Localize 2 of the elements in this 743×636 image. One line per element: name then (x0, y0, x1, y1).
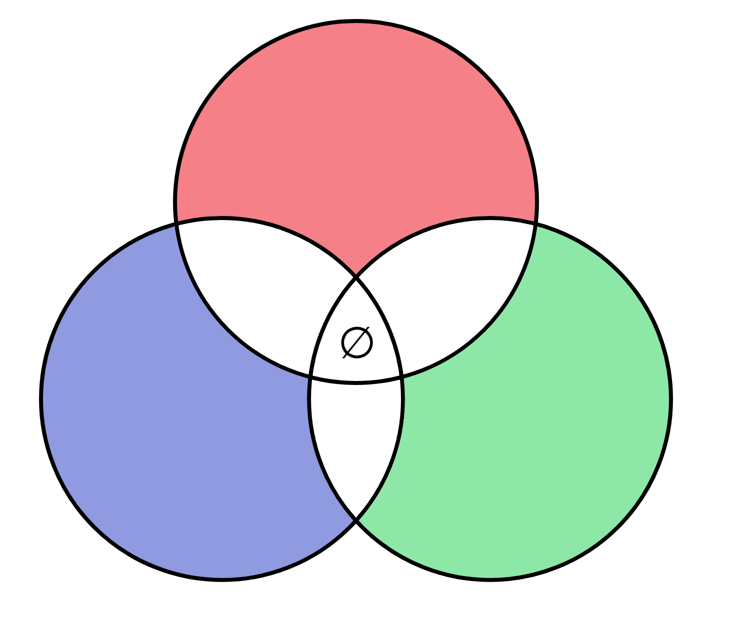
empty-set-symbol: ∅ (338, 322, 376, 366)
right-circle (307, 216, 673, 582)
